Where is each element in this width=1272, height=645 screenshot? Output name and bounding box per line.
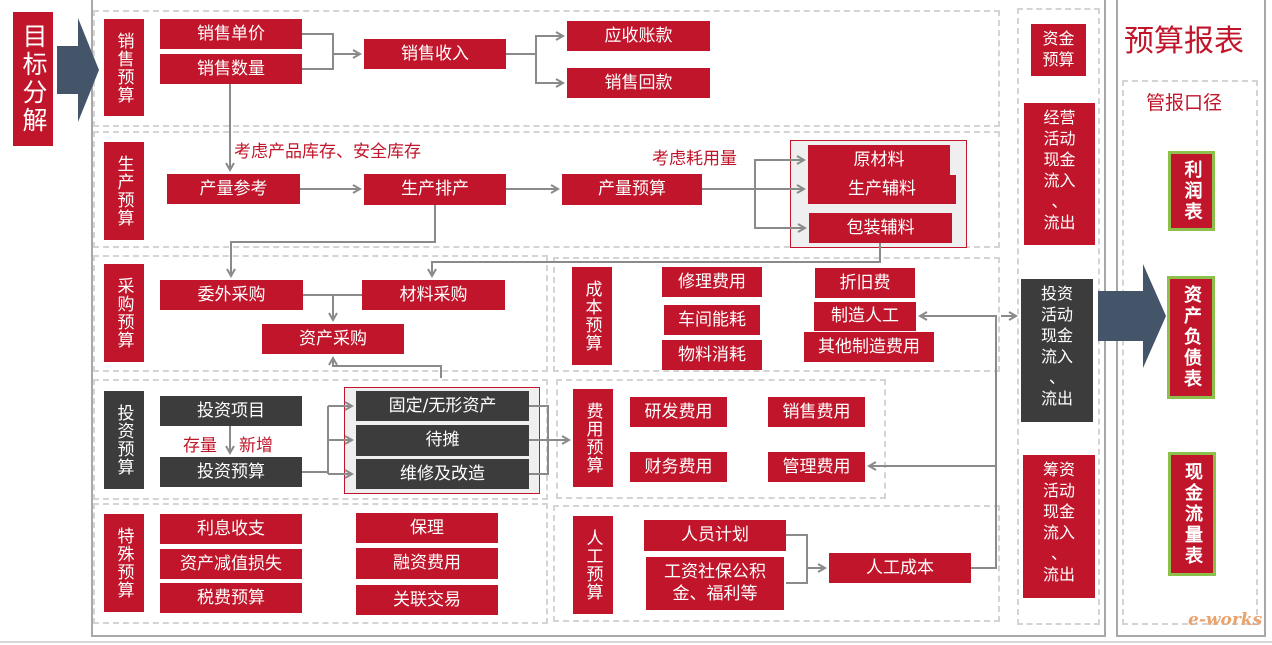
asset-purchase: 资产采购: [262, 324, 404, 354]
financial-expense: 财务费用: [630, 452, 727, 482]
investing-cash-flow: 投资 活动 现金 流入 、 流出: [1021, 279, 1093, 422]
sales-unit-price: 销售单价: [160, 19, 302, 49]
sales-collection: 销售回款: [567, 68, 710, 98]
outsourcing-purchase: 委外采购: [160, 280, 303, 310]
production-scheduling: 生产排产: [364, 174, 506, 205]
depreciation: 折旧费: [815, 268, 915, 298]
material-purchase: 材料采购: [362, 280, 505, 310]
sales-expense: 销售费用: [768, 397, 865, 427]
output-reference: 产量参考: [167, 174, 300, 204]
wages-benefits: 工资社保公积 金、福利等: [646, 557, 784, 610]
fixed-intangible-assets: 固定/无形资产: [356, 391, 529, 421]
special-title: 特殊预算: [104, 514, 144, 612]
cash-flow-statement: 现金流量表: [1168, 452, 1216, 576]
sales-title: 销售预算: [104, 19, 144, 116]
accounts-receivable: 应收账款: [567, 21, 710, 51]
production-title: 生产预算: [104, 142, 144, 240]
workshop-energy: 车间能耗: [664, 305, 760, 335]
production-auxiliary: 生产辅料: [808, 175, 956, 204]
financing-cost: 融资费用: [356, 548, 498, 579]
deferred-amortization: 待摊: [356, 425, 529, 456]
goal-label: 目标分解: [13, 12, 53, 146]
purchasing-title: 采购预算: [104, 264, 144, 362]
staffing-plan: 人员计划: [644, 520, 786, 551]
raw-material: 原材料: [808, 145, 950, 175]
inventory-note: 考虑产品库存、安全库存: [234, 142, 421, 162]
reports-arrow-icon: [1098, 264, 1166, 368]
income-statement: 利润表: [1168, 151, 1215, 231]
funds-title: 资金预算: [1031, 24, 1086, 76]
sales-revenue: 销售收入: [364, 39, 506, 69]
other-manufacturing-cost: 其他制造费用: [804, 332, 934, 362]
repair-renovation: 维修及改造: [356, 459, 529, 489]
financing-cash-flow: 筹资 活动 现金 流入 、 流出: [1023, 455, 1095, 598]
watermark-text: e-works: [1188, 610, 1263, 630]
reports-title: 预算报表: [1124, 24, 1244, 59]
mgmt-report-subtitle: 管报口径: [1146, 92, 1223, 114]
bottom-divider: [0, 641, 1272, 643]
interest-income-expense: 利息收支: [160, 514, 302, 544]
tax-budget: 税费预算: [160, 583, 302, 613]
special-section: [93, 503, 548, 624]
mgmt-report-section: [1122, 80, 1258, 625]
labor-title: 人工预算: [573, 516, 613, 614]
goal-arrow-icon: [57, 18, 99, 122]
output-budget: 产量预算: [562, 174, 702, 205]
purchasing-section: [93, 255, 548, 372]
packaging-auxiliary: 包装辅料: [809, 213, 952, 243]
repair-cost: 修理费用: [662, 267, 762, 297]
expense-title: 费用预算: [573, 389, 613, 487]
operating-cash-flow: 经营 活动 现金 流入 、 流出: [1024, 103, 1095, 245]
investment-title: 投资预算: [104, 391, 144, 489]
asset-impairment: 资产减值损失: [160, 549, 302, 579]
cost-title: 成本预算: [572, 267, 612, 365]
labor-section: [553, 505, 1000, 622]
labor-cost: 人工成本: [829, 553, 971, 583]
related-transactions: 关联交易: [356, 585, 498, 615]
sales-quantity: 销售数量: [160, 54, 302, 84]
eworks-watermark: e-works: [1188, 610, 1262, 630]
admin-expense: 管理费用: [768, 452, 865, 482]
manufacturing-labor: 制造人工: [814, 302, 916, 331]
investment-budget: 投资预算: [160, 457, 302, 487]
investment-project: 投资项目: [160, 396, 302, 426]
consumption-note: 考虑耗用量: [652, 149, 737, 169]
rd-expense: 研发费用: [630, 397, 727, 427]
new-note: 新增: [239, 436, 273, 456]
stock-note: 存量: [183, 436, 217, 456]
factoring: 保理: [356, 513, 498, 543]
material-consumption: 物料消耗: [662, 340, 762, 370]
balance-sheet: 资产负债表: [1167, 276, 1215, 399]
